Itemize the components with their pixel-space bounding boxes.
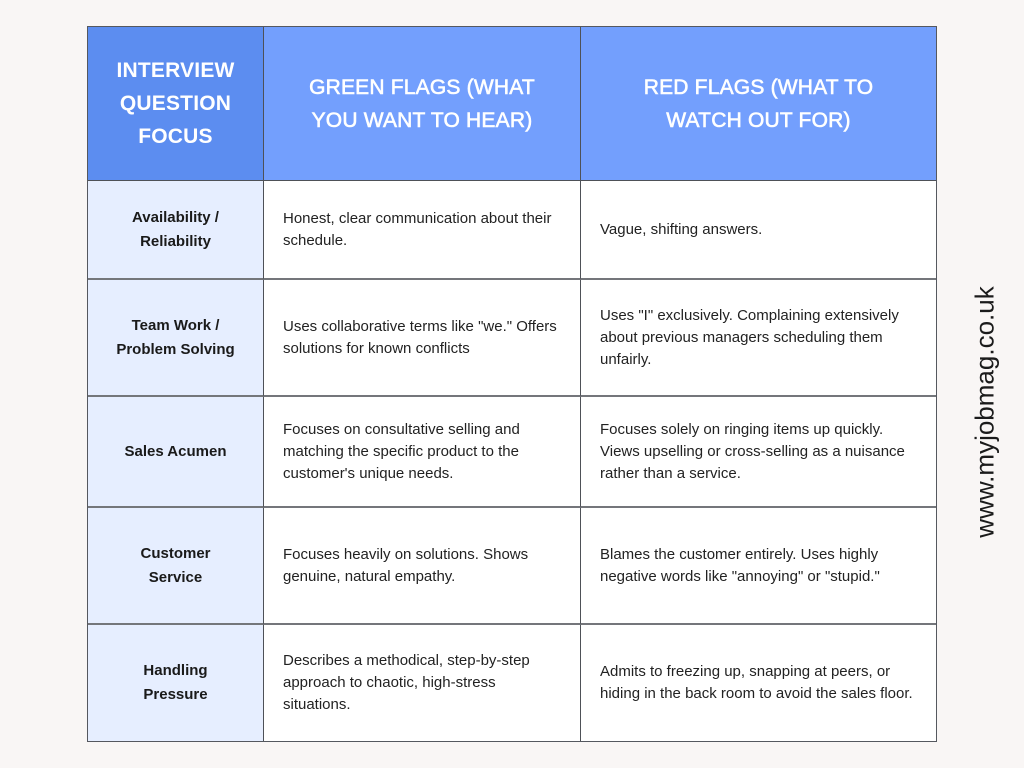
website-watermark: www.myjobmag.co.uk [969, 286, 1000, 538]
header-question-focus: INTERVIEW QUESTION FOCUS [88, 27, 264, 181]
interview-flags-table: INTERVIEW QUESTION FOCUS GREEN FLAGS (WH… [87, 26, 937, 742]
row-focus-availability: Availability / Reliability [88, 181, 264, 280]
header-red-flags-label: RED FLAGS (WHAT TO WATCH OUT FOR) [643, 75, 874, 132]
green-flag-teamwork: Uses collaborative terms like "we." Offe… [264, 280, 581, 397]
focus-label: Customer Service [140, 544, 211, 586]
green-flag-sales-acumen: Focuses on consultative selling and matc… [264, 397, 581, 508]
green-flag-text: Focuses heavily on solutions. Shows genu… [283, 545, 529, 585]
green-flag-customer-service: Focuses heavily on solutions. Shows genu… [264, 508, 581, 625]
focus-label: Team Work / Problem Solving [116, 316, 235, 358]
red-flag-text: Admits to freezing up, snapping at peers… [600, 663, 913, 702]
green-flag-text: Describes a methodical, step-by-step app… [283, 652, 530, 713]
red-flag-teamwork: Uses "I" exclusively. Complaining extens… [581, 280, 936, 397]
header-green-flags-label: GREEN FLAGS (WHAT YOU WANT TO HEAR) [309, 75, 535, 132]
focus-label: Availability / Reliability [132, 208, 219, 250]
row-focus-teamwork: Team Work / Problem Solving [88, 280, 264, 397]
red-flag-text: Vague, shifting answers. [600, 220, 763, 238]
green-flag-text: Uses collaborative terms like "we." Offe… [283, 317, 557, 357]
red-flag-handling-pressure: Admits to freezing up, snapping at peers… [581, 625, 936, 741]
row-focus-handling-pressure: Handling Pressure [88, 625, 264, 741]
header-green-flags: GREEN FLAGS (WHAT YOU WANT TO HEAR) [264, 27, 581, 181]
red-flag-text: Focuses solely on ringing items up quick… [600, 420, 905, 482]
red-flag-text: Blames the customer entirely. Uses highl… [600, 545, 880, 585]
red-flag-availability: Vague, shifting answers. [581, 181, 936, 280]
green-flag-text: Honest, clear communication about their … [283, 209, 552, 249]
row-focus-customer-service: Customer Service [88, 508, 264, 625]
green-flag-availability: Honest, clear communication about their … [264, 181, 581, 280]
green-flag-handling-pressure: Describes a methodical, step-by-step app… [264, 625, 581, 741]
red-flag-text: Uses "I" exclusively. Complaining extens… [600, 306, 899, 368]
row-focus-sales-acumen: Sales Acumen [88, 397, 264, 508]
green-flag-text: Focuses on consultative selling and matc… [283, 420, 520, 482]
header-red-flags: RED FLAGS (WHAT TO WATCH OUT FOR) [581, 27, 936, 181]
focus-label: Handling Pressure [143, 662, 208, 703]
red-flag-sales-acumen: Focuses solely on ringing items up quick… [581, 397, 936, 508]
focus-label: Sales Acumen [124, 442, 227, 460]
header-question-focus-label: INTERVIEW QUESTION FOCUS [116, 59, 235, 148]
red-flag-customer-service: Blames the customer entirely. Uses highl… [581, 508, 936, 625]
